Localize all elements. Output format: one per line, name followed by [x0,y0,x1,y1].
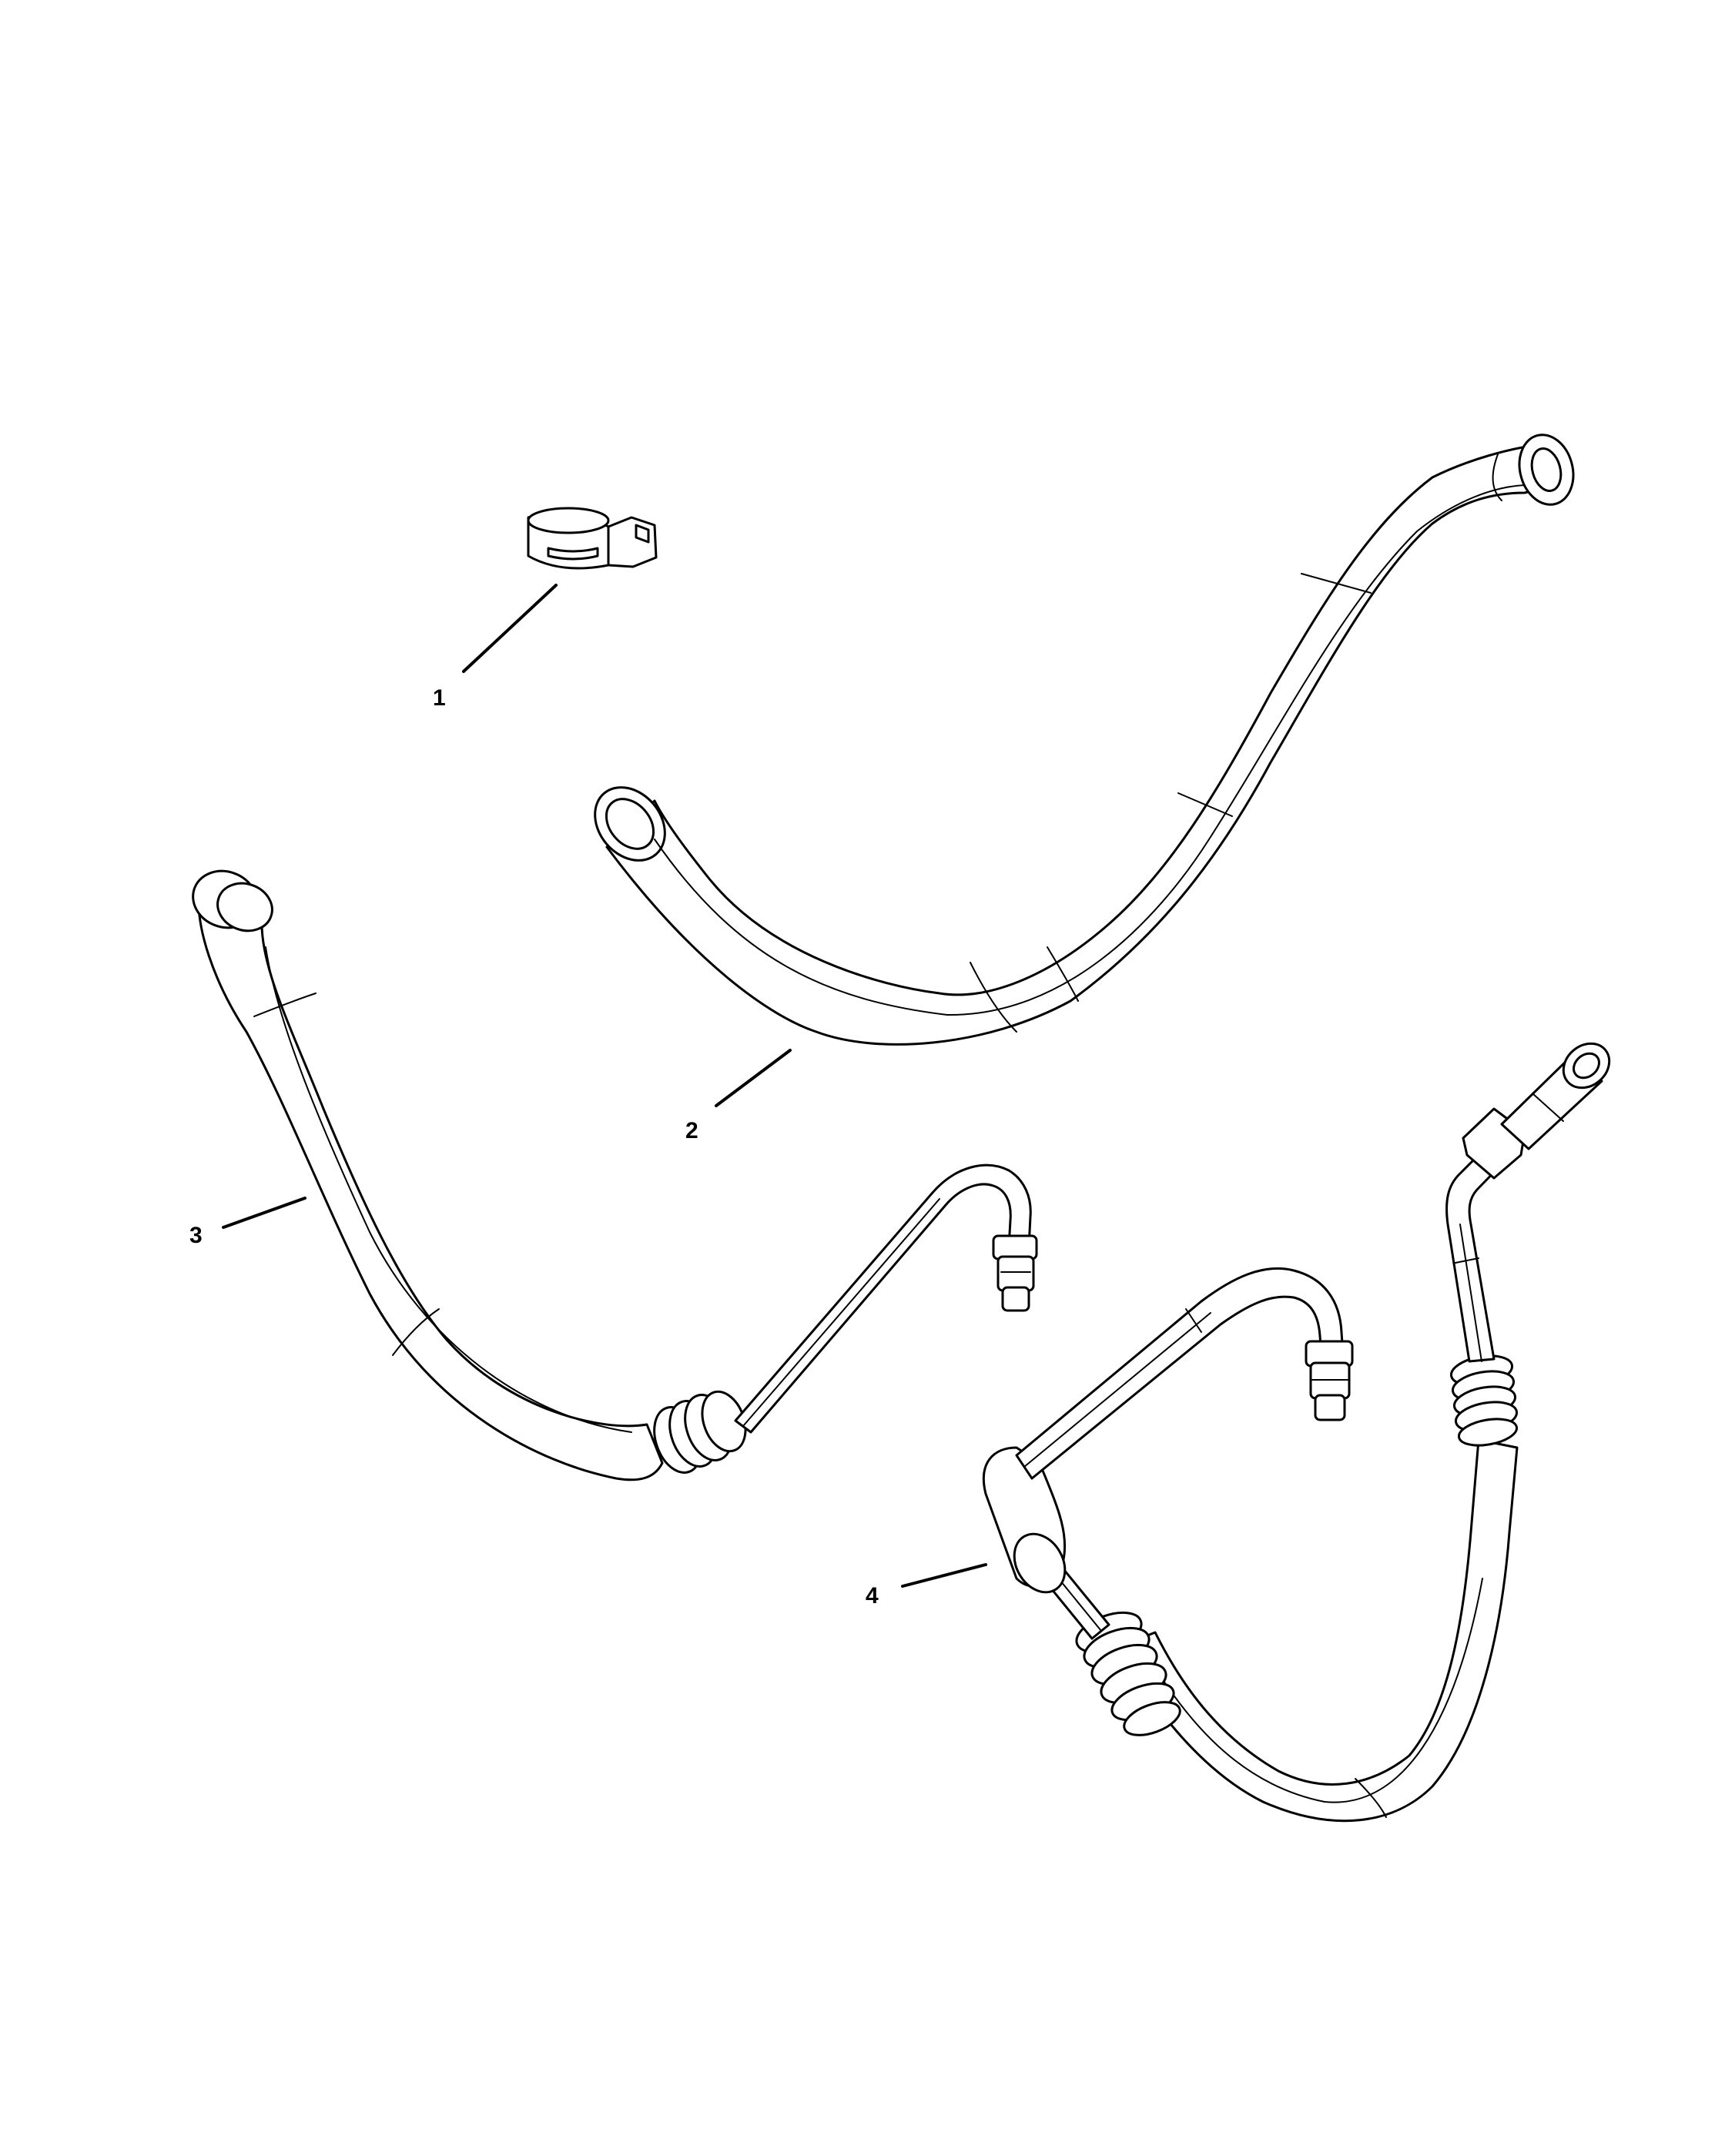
callout-3: 3 [189,1197,306,1248]
part-4-tube-nut [1305,1340,1354,1421]
callout-label-4: 4 [866,1583,879,1609]
part-3-crimp-fitting [653,1390,747,1474]
part-3-tube-nut [992,1234,1038,1312]
callout-4: 4 [866,1563,987,1609]
part-4-hose-assembly[interactable] [982,1035,1618,1823]
callout-label-1: 1 [433,685,446,711]
callout-label-3: 3 [189,1223,203,1248]
part-4-elbow [982,1446,1067,1594]
part-2-hose[interactable] [581,429,1581,1046]
callout-label-2: 2 [685,1118,698,1143]
part-4-upper-crimp-fitting [1449,1354,1519,1447]
callout-1: 1 [433,584,558,711]
part-4-top-fitting [1462,1042,1611,1180]
callout-2: 2 [685,1049,792,1143]
part-1-hose-clamp[interactable] [527,507,658,570]
part-3-hose-assembly[interactable] [185,862,1038,1481]
